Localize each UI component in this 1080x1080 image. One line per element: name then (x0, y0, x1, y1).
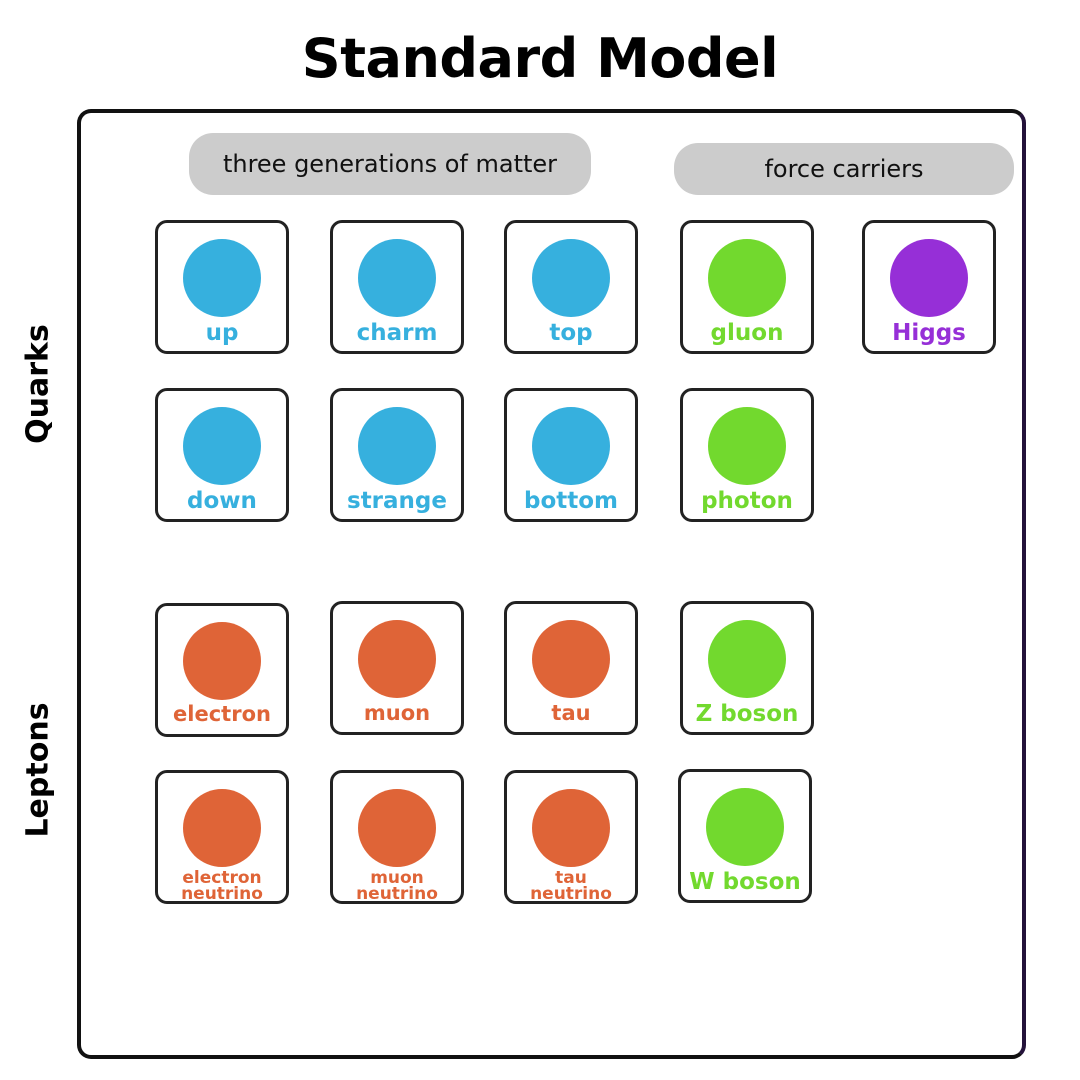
particle-label-line2: neutrino (530, 884, 612, 904)
particle-label: electron (173, 702, 271, 726)
particle-dot (183, 407, 261, 485)
particle-dot (358, 239, 436, 317)
particle-label: W boson (689, 869, 801, 895)
particle-dot (358, 620, 436, 698)
particle-label: top (549, 320, 593, 346)
particle-label-line1: electron (182, 868, 262, 888)
side-label-leptons: Leptons (20, 702, 56, 838)
particle-label: muon neutrino (323, 868, 471, 904)
particle-dot (532, 620, 610, 698)
particle-label: down (187, 488, 257, 514)
particle-dot (358, 407, 436, 485)
particle-label: tau (551, 701, 591, 725)
particle-dot (532, 239, 610, 317)
particle-dot (708, 239, 786, 317)
particle-label-line1: muon (370, 868, 424, 888)
header-matter-generations: three generations of matter (189, 133, 591, 195)
particle-dot (708, 407, 786, 485)
particle-card-bottom: bottom (504, 388, 638, 522)
particle-dot (706, 788, 784, 866)
particle-label: photon (701, 488, 793, 514)
particle-card-tau: tau (504, 601, 638, 735)
particle-dot (532, 789, 610, 867)
particle-label: up (205, 320, 239, 346)
particle-card-electron-neutrino: electron neutrino (155, 770, 289, 904)
particle-card-top: top (504, 220, 638, 354)
particle-dot (532, 407, 610, 485)
particle-card-up: up (155, 220, 289, 354)
particle-label: tau neutrino (497, 868, 645, 904)
particle-card-w-boson: W boson (678, 769, 812, 903)
particle-label: bottom (523, 488, 619, 514)
particle-label: Z boson (695, 701, 799, 727)
particle-label: muon (363, 701, 431, 725)
particle-card-strange: strange (330, 388, 464, 522)
particle-card-higgs: Higgs (862, 220, 996, 354)
particle-label-line2: neutrino (356, 884, 438, 904)
particle-dot (358, 789, 436, 867)
particle-card-electron: electron (155, 603, 289, 737)
header-force-carriers: force carriers (674, 143, 1014, 195)
side-label-quarks: Quarks (20, 324, 56, 444)
particle-label: strange (347, 488, 447, 514)
particle-label-line1: tau (555, 868, 587, 888)
particle-card-muon-neutrino: muon neutrino (330, 770, 464, 904)
particle-label-line2: neutrino (181, 884, 263, 904)
particle-dot (183, 789, 261, 867)
particle-card-tau-neutrino: tau neutrino (504, 770, 638, 904)
particle-label: electron neutrino (148, 868, 296, 904)
particle-dot (183, 239, 261, 317)
particle-label: charm (356, 320, 438, 346)
particle-card-photon: photon (680, 388, 814, 522)
particle-card-z-boson: Z boson (680, 601, 814, 735)
particle-card-down: down (155, 388, 289, 522)
particle-dot (708, 620, 786, 698)
particle-dot (183, 622, 261, 700)
particle-card-gluon: gluon (680, 220, 814, 354)
particle-card-charm: charm (330, 220, 464, 354)
particle-label: Higgs (892, 320, 966, 346)
particle-label: gluon (710, 320, 784, 346)
page-title: Standard Model (301, 27, 779, 90)
particle-dot (890, 239, 968, 317)
particle-card-muon: muon (330, 601, 464, 735)
